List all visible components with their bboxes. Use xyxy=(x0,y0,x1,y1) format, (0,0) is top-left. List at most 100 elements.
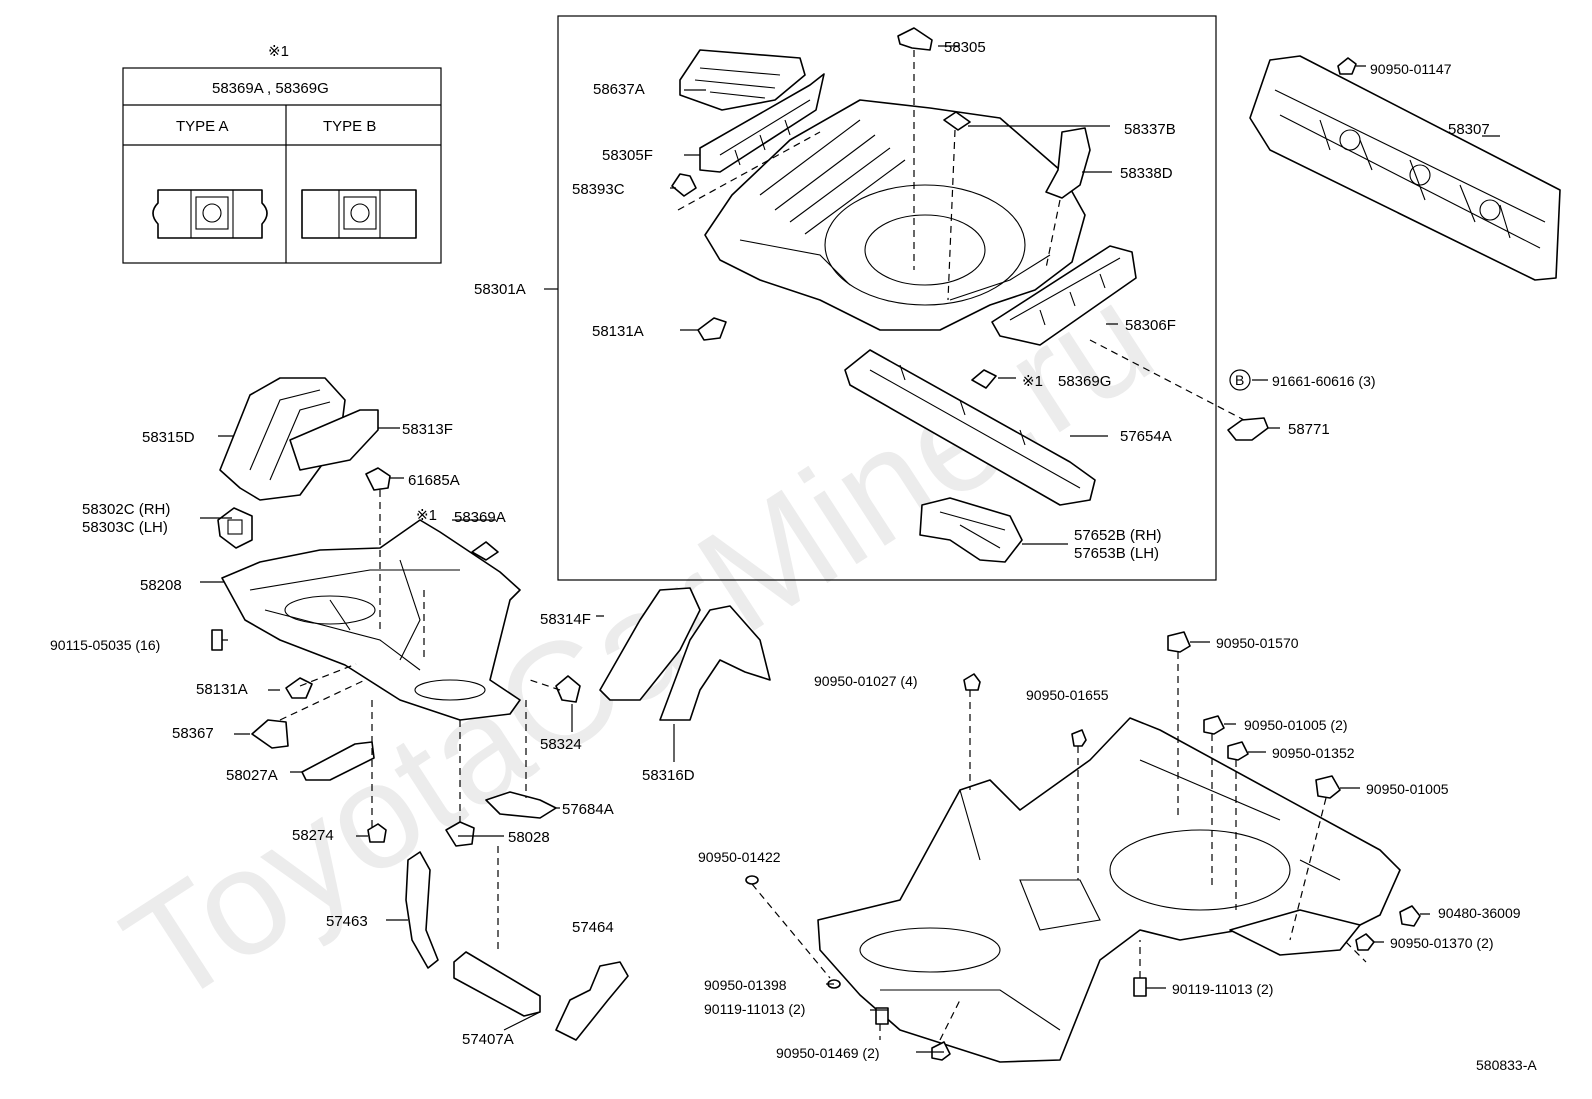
label-57652B: 57652B (RH) xyxy=(1074,527,1162,544)
wheelhouse-58314F xyxy=(599,587,701,701)
label-61685A: 61685A xyxy=(408,472,460,489)
plug-90950-01469 xyxy=(931,1041,951,1061)
label-58307: 58307 xyxy=(1448,121,1490,138)
note-table-frame xyxy=(122,67,442,264)
back-panel-58307 xyxy=(1249,55,1561,281)
plug-90950-01422 xyxy=(745,875,759,885)
label-58208: 58208 xyxy=(140,577,182,594)
plug-90950-01005-2 xyxy=(1203,715,1225,735)
plug-90950-01352 xyxy=(1227,741,1249,761)
drawing-number: 580833-A xyxy=(1476,1057,1537,1073)
nut-58369G xyxy=(971,369,997,389)
note-symbol: ※1 xyxy=(268,43,289,60)
member-57407A xyxy=(453,951,541,1017)
plug-90950-01570 xyxy=(1167,631,1191,653)
bracket-58338D xyxy=(1045,127,1091,199)
bracket-57464 xyxy=(555,961,629,1041)
label-90950-01147: 90950-01147 xyxy=(1370,61,1452,77)
rear-floor-pan xyxy=(704,99,1086,331)
rail-58305F xyxy=(699,73,825,173)
clip-90950-01147 xyxy=(1337,57,1357,75)
label-58369G: 58369G xyxy=(1058,373,1111,390)
label-90950-01655: 90950-01655 xyxy=(1026,687,1109,703)
type-b-shape xyxy=(301,189,417,239)
type-b-label: TYPE B xyxy=(323,118,376,135)
label-58637A: 58637A xyxy=(593,81,645,98)
label-90950-01005: 90950-01005 xyxy=(1366,781,1449,797)
rear-floor-group-frame xyxy=(557,15,1217,581)
panel-58313F xyxy=(289,409,379,471)
label-58315D: 58315D xyxy=(142,429,195,446)
crossmember-57654A xyxy=(844,349,1096,506)
label-57407A: 57407A xyxy=(462,1031,514,1048)
label-90950-01422: 90950-01422 xyxy=(698,849,781,865)
type-note-table: ※1 58369A , 58369G TYPE A TYPE B xyxy=(122,43,442,264)
label-90950-01469: 90950-01469 (2) xyxy=(776,1045,880,1061)
floor-assembly xyxy=(817,717,1401,1063)
label-58131A-bottom: 58131A xyxy=(196,681,248,698)
label-58302C: 58302C (RH) xyxy=(82,501,170,518)
clip-90950-01655 xyxy=(1071,729,1087,747)
bracket-58131A-bottom xyxy=(285,677,313,699)
bracket-58324 xyxy=(555,675,581,703)
clip-90950-01027 xyxy=(963,673,981,691)
label-58274: 58274 xyxy=(292,827,334,844)
type-a-label: TYPE A xyxy=(176,118,229,135)
label-58027A: 58027A xyxy=(226,767,278,784)
nut-58393C xyxy=(671,173,697,197)
label-90950-01027: 90950-01027 (4) xyxy=(814,673,918,689)
label-90950-01005-2: 90950-01005 (2) xyxy=(1244,717,1348,733)
label-58324: 58324 xyxy=(540,736,582,753)
plate-58637A xyxy=(679,49,806,111)
label-57684A: 57684A xyxy=(562,801,614,818)
bolt-90119-11013-right xyxy=(1133,977,1147,997)
label-57464: 57464 xyxy=(572,919,614,936)
clip-61685A xyxy=(365,467,391,491)
label-91661-60616: 91661-60616 (3) xyxy=(1272,373,1376,389)
label-90950-01370: 90950-01370 (2) xyxy=(1390,935,1494,951)
member-57652B xyxy=(919,497,1023,563)
label-90119-11013-left: 90119-11013 (2) xyxy=(704,1001,805,1017)
type-a-shape xyxy=(152,189,268,239)
label-58131A-top: 58131A xyxy=(592,323,644,340)
pad-58337B xyxy=(943,111,971,131)
label-90480-36009: 90480-36009 xyxy=(1438,905,1521,921)
note-table-header: 58369A , 58369G xyxy=(212,80,329,97)
plug-90950-01005 xyxy=(1315,775,1341,799)
label-58028: 58028 xyxy=(508,829,550,846)
label-58306F: 58306F xyxy=(1125,317,1176,334)
wheelhouse-58316D xyxy=(659,605,771,721)
label-58369A: 58369A xyxy=(454,509,506,526)
bracket-58771 xyxy=(1227,417,1269,441)
label-57653B: 57653B (LH) xyxy=(1074,545,1159,562)
label-58301A: 58301A xyxy=(474,281,526,298)
label-58305F: 58305F xyxy=(602,147,653,164)
symbol-b-circle xyxy=(1229,369,1251,391)
rail-58306F xyxy=(991,245,1137,346)
label-58303C: 58303C (LH) xyxy=(82,519,168,536)
label-58313F: 58313F xyxy=(402,421,453,438)
label-58369A-mark: ※1 xyxy=(416,507,437,524)
label-91661-mark: B xyxy=(1235,372,1244,388)
bracket-58027A xyxy=(301,741,375,781)
callout-labels: 58305 58637A 58337B 58338D 58305F 58393C… xyxy=(50,39,1537,1073)
bracket-57463 xyxy=(405,851,439,969)
label-90950-01398: 90950-01398 xyxy=(704,977,787,993)
bracket-58131A-top xyxy=(697,317,727,341)
label-58369G-mark: ※1 xyxy=(1022,373,1043,390)
label-90115-05035: 90115-05035 (16) xyxy=(50,637,160,653)
label-57463: 57463 xyxy=(326,913,368,930)
label-58316D: 58316D xyxy=(642,767,695,784)
label-57654A: 57654A xyxy=(1120,428,1172,445)
label-58337B: 58337B xyxy=(1124,121,1176,138)
clip-90950-01370 xyxy=(1355,933,1375,951)
clip-90480-36009 xyxy=(1399,905,1421,927)
bracket-58367 xyxy=(251,719,289,749)
label-58314F: 58314F xyxy=(540,611,591,628)
bolt-90119-11013-left xyxy=(875,1007,889,1025)
label-58305: 58305 xyxy=(944,39,986,56)
label-58393C: 58393C xyxy=(572,181,625,198)
label-90950-01352: 90950-01352 xyxy=(1272,745,1355,761)
nut-58369A xyxy=(471,541,499,561)
